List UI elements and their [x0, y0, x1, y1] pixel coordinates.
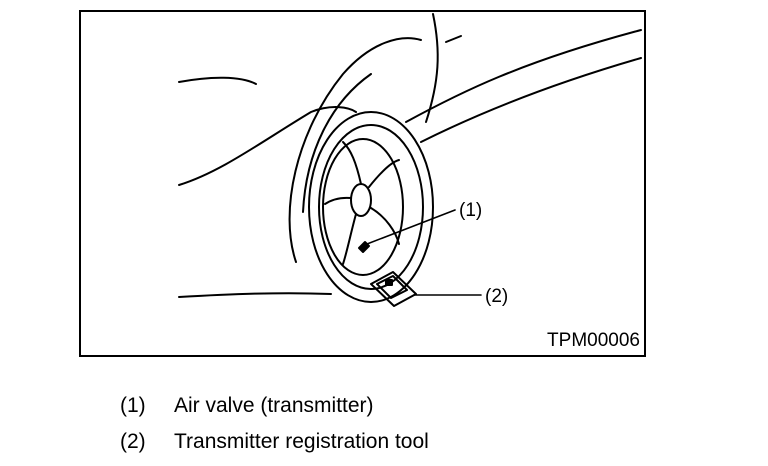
wheel-hub [350, 183, 372, 217]
spoke-5 [324, 196, 352, 205]
spoke-4 [342, 213, 357, 265]
door-line [425, 13, 439, 123]
legend-number: (1) [120, 394, 146, 417]
registration-tool-icon [370, 271, 417, 307]
legend-number: (2) [120, 430, 146, 453]
callout-1-leader [366, 209, 456, 245]
legend-label: Air valve (transmitter) [174, 394, 374, 417]
tire-illustration: (1) (2) [178, 13, 642, 307]
spoke-1 [342, 141, 362, 185]
tire-outer [308, 111, 434, 303]
figure-code: TPM00006 [547, 330, 640, 351]
legend-item: (2) Transmitter registration tool [120, 424, 429, 460]
car-body-line-lower [178, 106, 357, 186]
legend-label: Transmitter registration tool [174, 430, 429, 453]
car-side-line [405, 29, 642, 123]
car-side-line-2 [420, 57, 642, 143]
legend: (1) Air valve (transmitter) (2) Transmit… [120, 388, 429, 460]
tire-inner [318, 124, 424, 290]
spoke-2 [368, 159, 400, 188]
illustration-frame: (1) (2) TPM00006 [79, 10, 646, 357]
fender-arch [288, 37, 422, 263]
car-body-line-upper [178, 76, 257, 85]
door-handle [445, 35, 462, 43]
callout-1-number: (1) [459, 200, 482, 221]
callout-2-number: (2) [485, 286, 508, 307]
fender-inner [302, 73, 372, 213]
ground-line [178, 292, 332, 298]
spoke-3 [370, 207, 400, 245]
legend-item: (1) Air valve (transmitter) [120, 388, 429, 424]
wheel-rim [322, 138, 404, 276]
